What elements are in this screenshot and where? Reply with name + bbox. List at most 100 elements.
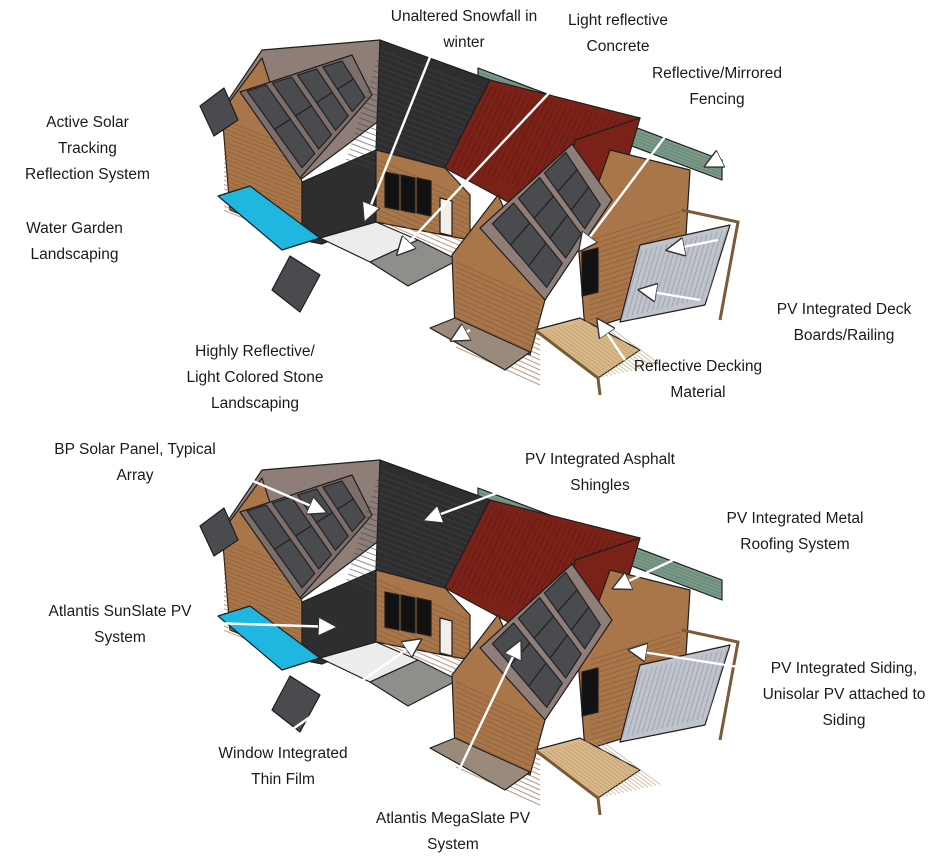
shingle-lines [373,70,474,110]
callout-arrow [365,51,434,220]
siding-lines [223,586,301,618]
roof-ribs [526,105,568,188]
decking-lines [661,660,683,729]
deck-board-lines [541,330,605,378]
decking-lines [646,663,668,733]
shingle-lines [378,54,479,94]
roof-ribs [476,512,518,595]
callout-arrow [398,59,581,254]
siding-lines [223,166,301,198]
stone-landscaping [429,737,531,791]
siding-lines [455,286,541,326]
solar-panel [273,538,316,589]
decking-lines [691,653,713,722]
deck-board-lines [557,747,621,794]
siding-lines [223,565,301,597]
callout-arrow [706,160,718,166]
solar-panel [570,606,601,650]
decking-lines [681,235,703,304]
roof-ribs [516,522,558,606]
roof-ribs [506,100,548,183]
solar-panel [273,118,316,169]
deck-board-lines [541,750,605,798]
deck-railing [534,328,602,396]
callout-arrow [231,470,325,512]
shingle-lines [375,485,476,525]
window [400,174,416,214]
decking-lines [651,662,673,731]
decking-lines [621,669,643,739]
deck-board-lines [561,326,625,374]
solar-panel [294,105,333,150]
shingle-lines [375,65,476,105]
siding-lines [455,711,541,751]
decking-lines [686,234,708,303]
window [581,667,599,717]
window [416,177,432,217]
deck-board-lines [557,327,621,374]
roof-ribs [456,507,498,590]
decking-lines [676,656,698,725]
roof-ribs [521,523,563,607]
siding-lines [223,141,301,172]
decking-lines [631,247,653,316]
house-illustration [199,459,740,816]
solar-panel [294,525,333,570]
shingle-lines [359,537,460,577]
deck-board-lines [569,324,633,372]
deck-board-lines [565,745,629,793]
deck-board-lines [577,742,641,790]
shingle-lines [363,101,465,141]
window [400,594,416,634]
tracking-panel-small [199,87,239,137]
siding-lines [455,681,541,721]
shingle-lines [367,91,468,131]
roof-ribs [491,96,533,179]
decking-lines [701,650,723,719]
siding-lines [223,561,301,592]
shingle-lines [354,552,455,592]
roof-ribs [496,517,538,600]
shingle-lines [360,111,461,151]
callout-arrow [668,240,719,250]
siding-lines [377,214,471,256]
callout-arrow [425,488,506,520]
shingle-lines [362,526,463,566]
siding-lines [223,595,301,627]
deck-board-lines [593,738,657,786]
roof-ribs [511,101,553,184]
deck-railing [681,628,740,741]
decking-lines [636,246,658,315]
roof-ribs [476,92,518,175]
siding-lines [455,271,541,311]
shingle-lines [355,547,457,587]
callout-arrow [211,623,335,627]
shingle-lines [376,479,477,519]
roof-ribs [506,520,548,603]
siding-lines [455,306,541,346]
siding-lines [223,578,301,610]
deck-board-lines [569,744,633,792]
shingle-lines [357,542,458,582]
siding-lines [455,266,541,306]
siding-lines [223,145,301,177]
siding-lines [223,171,301,203]
roof-ribs [461,88,503,171]
siding-lines [377,629,471,671]
decking-lines [626,668,648,737]
deck-board-lines [565,325,629,373]
callout-arrow [269,640,420,746]
siding-lines [223,136,301,168]
siding-lines [455,716,541,756]
decking-lines [706,649,728,718]
ground-solar-panel [271,675,321,733]
roof-ribs [481,93,523,177]
siding-lines [455,721,541,761]
siding-lines [455,706,541,746]
deck-board-lines [549,748,613,796]
